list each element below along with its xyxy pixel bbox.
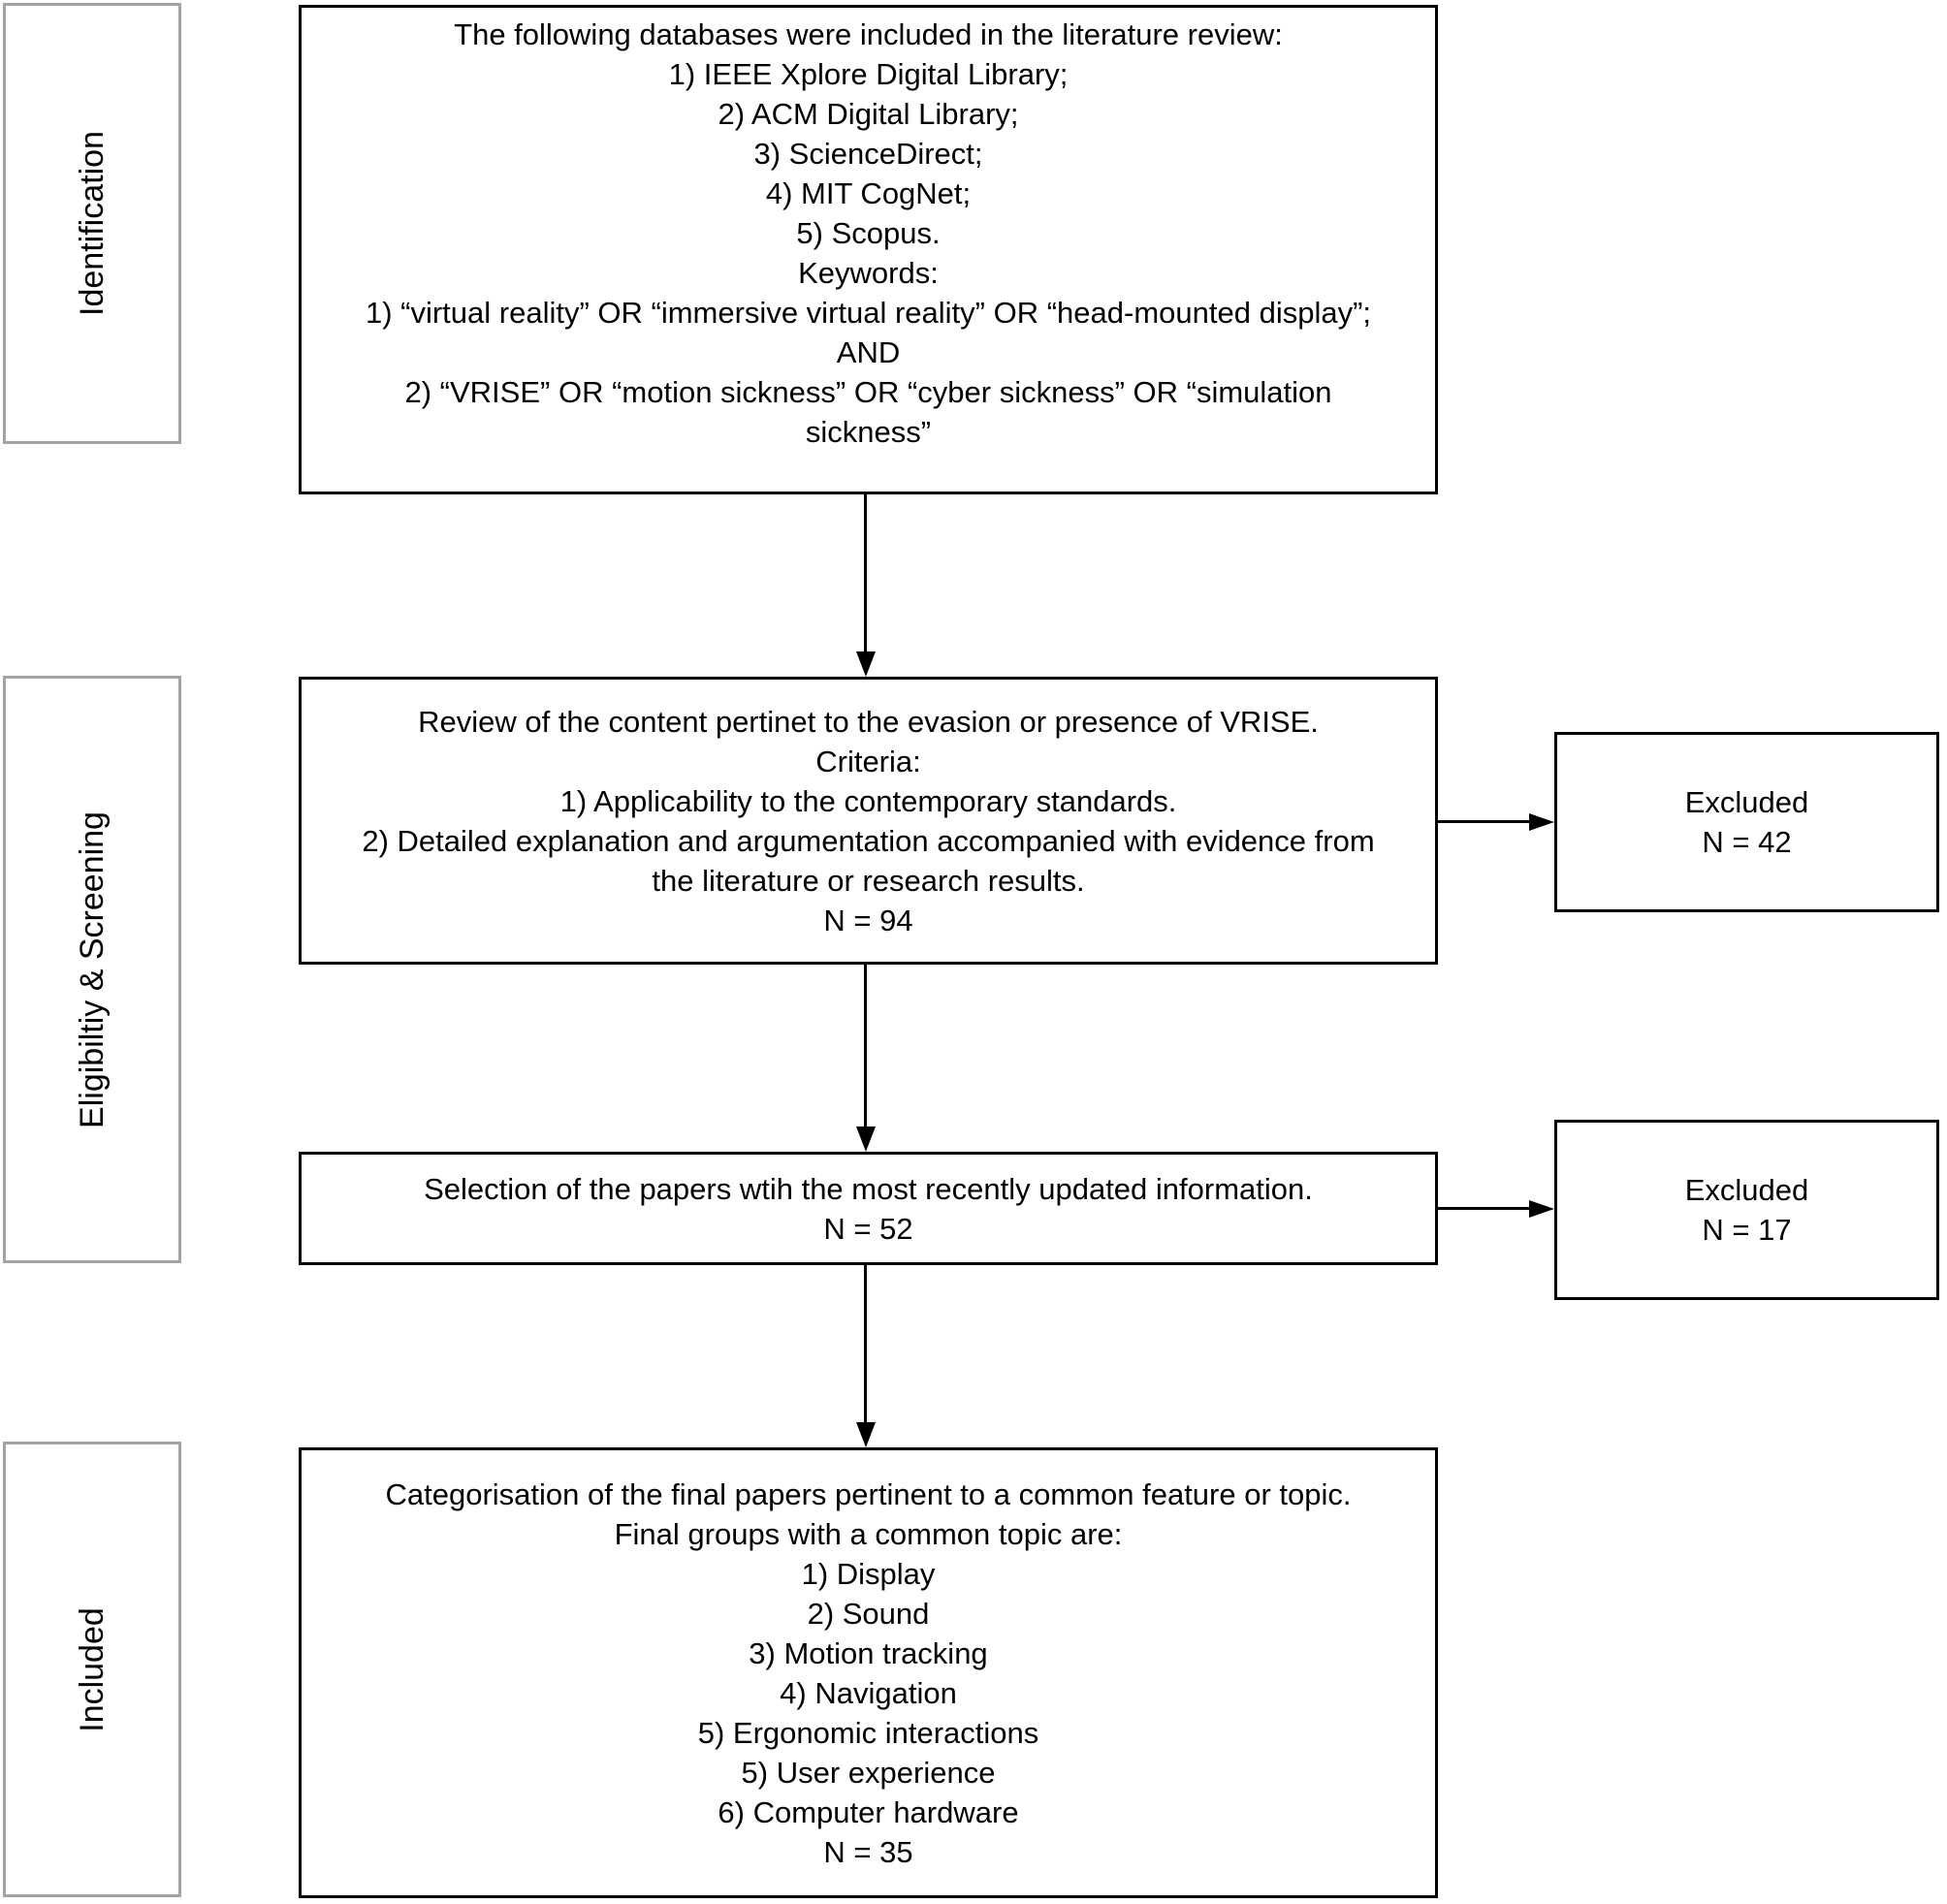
arrow-down-shaft (864, 1265, 867, 1422)
excluded-count: N = 17 (1702, 1213, 1792, 1247)
excluded-count: N = 42 (1702, 825, 1792, 859)
stage-label-eligibility-screening: Eligibiltiy & Screening (73, 810, 111, 1128)
text-line: 1) Applicability to the contemporary sta… (559, 783, 1177, 818)
text-line: Selection of the papers wtih the most re… (424, 1171, 1313, 1206)
flow-box-review-criteria: Review of the content pertinet to the ev… (299, 677, 1438, 965)
text-line: Keywords: (798, 256, 939, 290)
stage-label-included: Included (73, 1606, 111, 1732)
text-line: 4) Navigation (780, 1675, 957, 1710)
text-line: 6) Computer hardware (718, 1794, 1019, 1829)
stage-label-identification: Identification (73, 131, 111, 316)
arrow-down-shaft (864, 965, 867, 1127)
text-line: 2) Detailed explanation and argumentatio… (362, 823, 1375, 858)
arrow-right-shaft (1438, 1207, 1529, 1210)
flow-box-categorisation: Categorisation of the final papers perti… (299, 1447, 1438, 1898)
text-line: Categorisation of the final papers perti… (385, 1476, 1352, 1511)
stage-box-identification: Identification (3, 3, 181, 444)
text-line: the literature or research results. (652, 863, 1085, 898)
excluded-box-n42: Excluded N = 42 (1554, 732, 1939, 912)
arrow-down-head (856, 651, 876, 677)
text-line: 4) MIT CogNet; (765, 176, 972, 210)
excluded-label: Excluded (1684, 1173, 1809, 1207)
text-line: 2) Sound (807, 1596, 930, 1631)
text-line: Criteria: (815, 744, 921, 778)
text-line: Final groups with a common topic are: (614, 1516, 1123, 1551)
text-line: sickness” (805, 415, 932, 449)
text-line: 2) “VRISE” OR “motion sickness” OR “cybe… (404, 375, 1332, 409)
text-line: N = 94 (823, 903, 913, 937)
arrow-down-shaft (864, 494, 867, 653)
text-line: N = 35 (823, 1834, 913, 1869)
text-line: 1) Display (801, 1556, 936, 1591)
text-line: 1) “virtual reality” OR “immersive virtu… (365, 296, 1372, 330)
text-line: 5) Scopus. (796, 216, 941, 250)
text-line: 1) IEEE Xplore Digital Library; (668, 57, 1069, 91)
text-line: N = 52 (823, 1211, 913, 1246)
arrow-right-head (1529, 813, 1554, 831)
text-line: Review of the content pertinet to the ev… (418, 704, 1319, 739)
text-line: 3) ScienceDirect; (753, 137, 983, 171)
text-line: 3) Motion tracking (749, 1635, 988, 1670)
excluded-box-n17: Excluded N = 17 (1554, 1120, 1939, 1300)
stage-box-included: Included (3, 1442, 181, 1897)
arrow-right-head (1529, 1200, 1554, 1218)
arrow-down-head (856, 1127, 876, 1152)
text-line: 5) Ergonomic interactions (697, 1715, 1039, 1750)
arrow-down-head (856, 1422, 876, 1447)
text-line: 5) User experience (741, 1755, 996, 1790)
flow-box-databases-keywords: The following databases were included in… (299, 5, 1438, 494)
text-line: 2) ACM Digital Library; (718, 97, 1019, 131)
excluded-label: Excluded (1684, 785, 1809, 819)
text-line: AND (836, 335, 901, 369)
flow-box-selection: Selection of the papers wtih the most re… (299, 1152, 1438, 1265)
arrow-right-shaft (1438, 820, 1529, 823)
text-line: The following databases were included in… (454, 17, 1283, 51)
stage-box-eligibility-screening: Eligibiltiy & Screening (3, 676, 181, 1263)
